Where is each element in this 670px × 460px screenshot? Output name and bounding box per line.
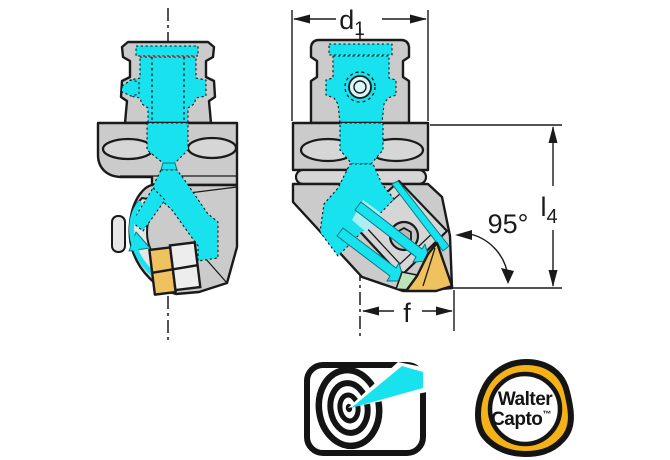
angle-annotation: 95° — [455, 209, 528, 284]
walter-capto-logo: Walter Capto™ — [475, 358, 574, 458]
precision-coolant-icon — [304, 362, 427, 456]
dimension-l4: l4 — [430, 124, 562, 289]
insert-split-line — [151, 264, 198, 274]
coolant-arrow-1 — [354, 201, 431, 263]
coolant-duct-edge — [391, 180, 450, 252]
screw-hole-inner — [353, 80, 367, 94]
dimension-f-label: f — [403, 298, 411, 328]
target-icon — [315, 366, 383, 450]
capto-logo-circle — [487, 371, 563, 447]
dimension-d1: d1 — [291, 5, 429, 121]
insert-facet-line — [422, 247, 436, 287]
coolant-shank-band — [135, 45, 199, 57]
right-tool-view — [291, 28, 454, 338]
dimension-l4-label: l4 — [540, 192, 557, 228]
coolant-channel-main — [152, 169, 219, 262]
insert-side — [148, 241, 202, 296]
clamp-finger — [111, 215, 126, 253]
angle-95-label: 95° — [488, 209, 529, 239]
coolant-neck — [160, 162, 178, 171]
dimension-d1-label: d1 — [339, 5, 365, 40]
flange-slot — [186, 136, 238, 160]
side-lock-pocket — [121, 79, 140, 97]
coolant-funnel — [146, 122, 189, 164]
walter-wordmark: Walter — [498, 389, 553, 410]
left-tool-view — [96, 8, 239, 340]
coolant-shank-band — [328, 43, 393, 56]
screw-hole — [348, 75, 372, 99]
dimension-f: f — [362, 290, 455, 331]
screw-hole-dashed — [344, 71, 376, 103]
coolant-branch — [131, 187, 166, 232]
capto-wordmark: Capto™ — [491, 409, 551, 430]
coolant-jet-beam — [351, 366, 423, 408]
head-edge-line — [204, 257, 228, 284]
flange-slot — [101, 137, 155, 161]
